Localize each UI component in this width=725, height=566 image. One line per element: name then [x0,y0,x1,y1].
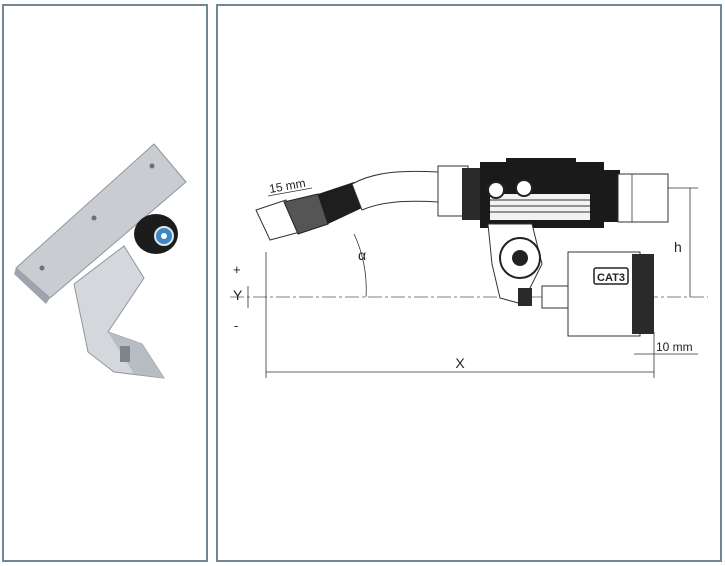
tip-length-label: 15 mm [268,176,307,196]
swan-neck [351,170,439,211]
sensor-rear-cap [632,254,654,334]
plate-hole [39,265,45,271]
plus-label: + [233,262,241,277]
body-rear-ring [598,170,620,222]
plate-hole [149,163,155,169]
dimension-drawing-panel: CAT3 15 mm α + Y - X h 10 mm [216,4,722,562]
y-offset-label: Y [233,287,243,303]
product-photo-panel [2,4,208,562]
angle-label: α [358,247,366,263]
rear-offset-label: 10 mm [656,340,693,354]
cable-connector [617,173,669,223]
swivel-center [512,250,528,266]
plate-hole [91,215,97,221]
mounting-plate [15,143,187,299]
bracket-pin [120,346,130,362]
logo-text: CAT3 [597,272,625,284]
coupling-ring [462,168,482,220]
torch-drawing: CAT3 15 mm α + Y - X h 10 mm [230,158,708,378]
body-bolt-icon [487,181,505,199]
logo-badge [593,267,629,285]
body-bolt-icon [515,179,533,197]
x-length-label: X [455,355,465,371]
angle-arc [353,233,367,298]
tip-length-line [267,187,313,197]
mounting-plate-edge [14,268,50,304]
clamp-screw-center [161,233,167,239]
sensor-adapter [541,285,571,309]
shock-sensor-housing [567,251,641,337]
bracket-arm-shade [108,332,164,378]
torch-body-ribs [490,194,590,220]
minus-label: - [234,318,238,333]
body-top-plate [506,158,576,172]
bracket-photo [14,143,187,379]
bracket-foot [518,288,532,306]
neck-insulator [318,182,362,224]
height-label: h [674,239,682,255]
